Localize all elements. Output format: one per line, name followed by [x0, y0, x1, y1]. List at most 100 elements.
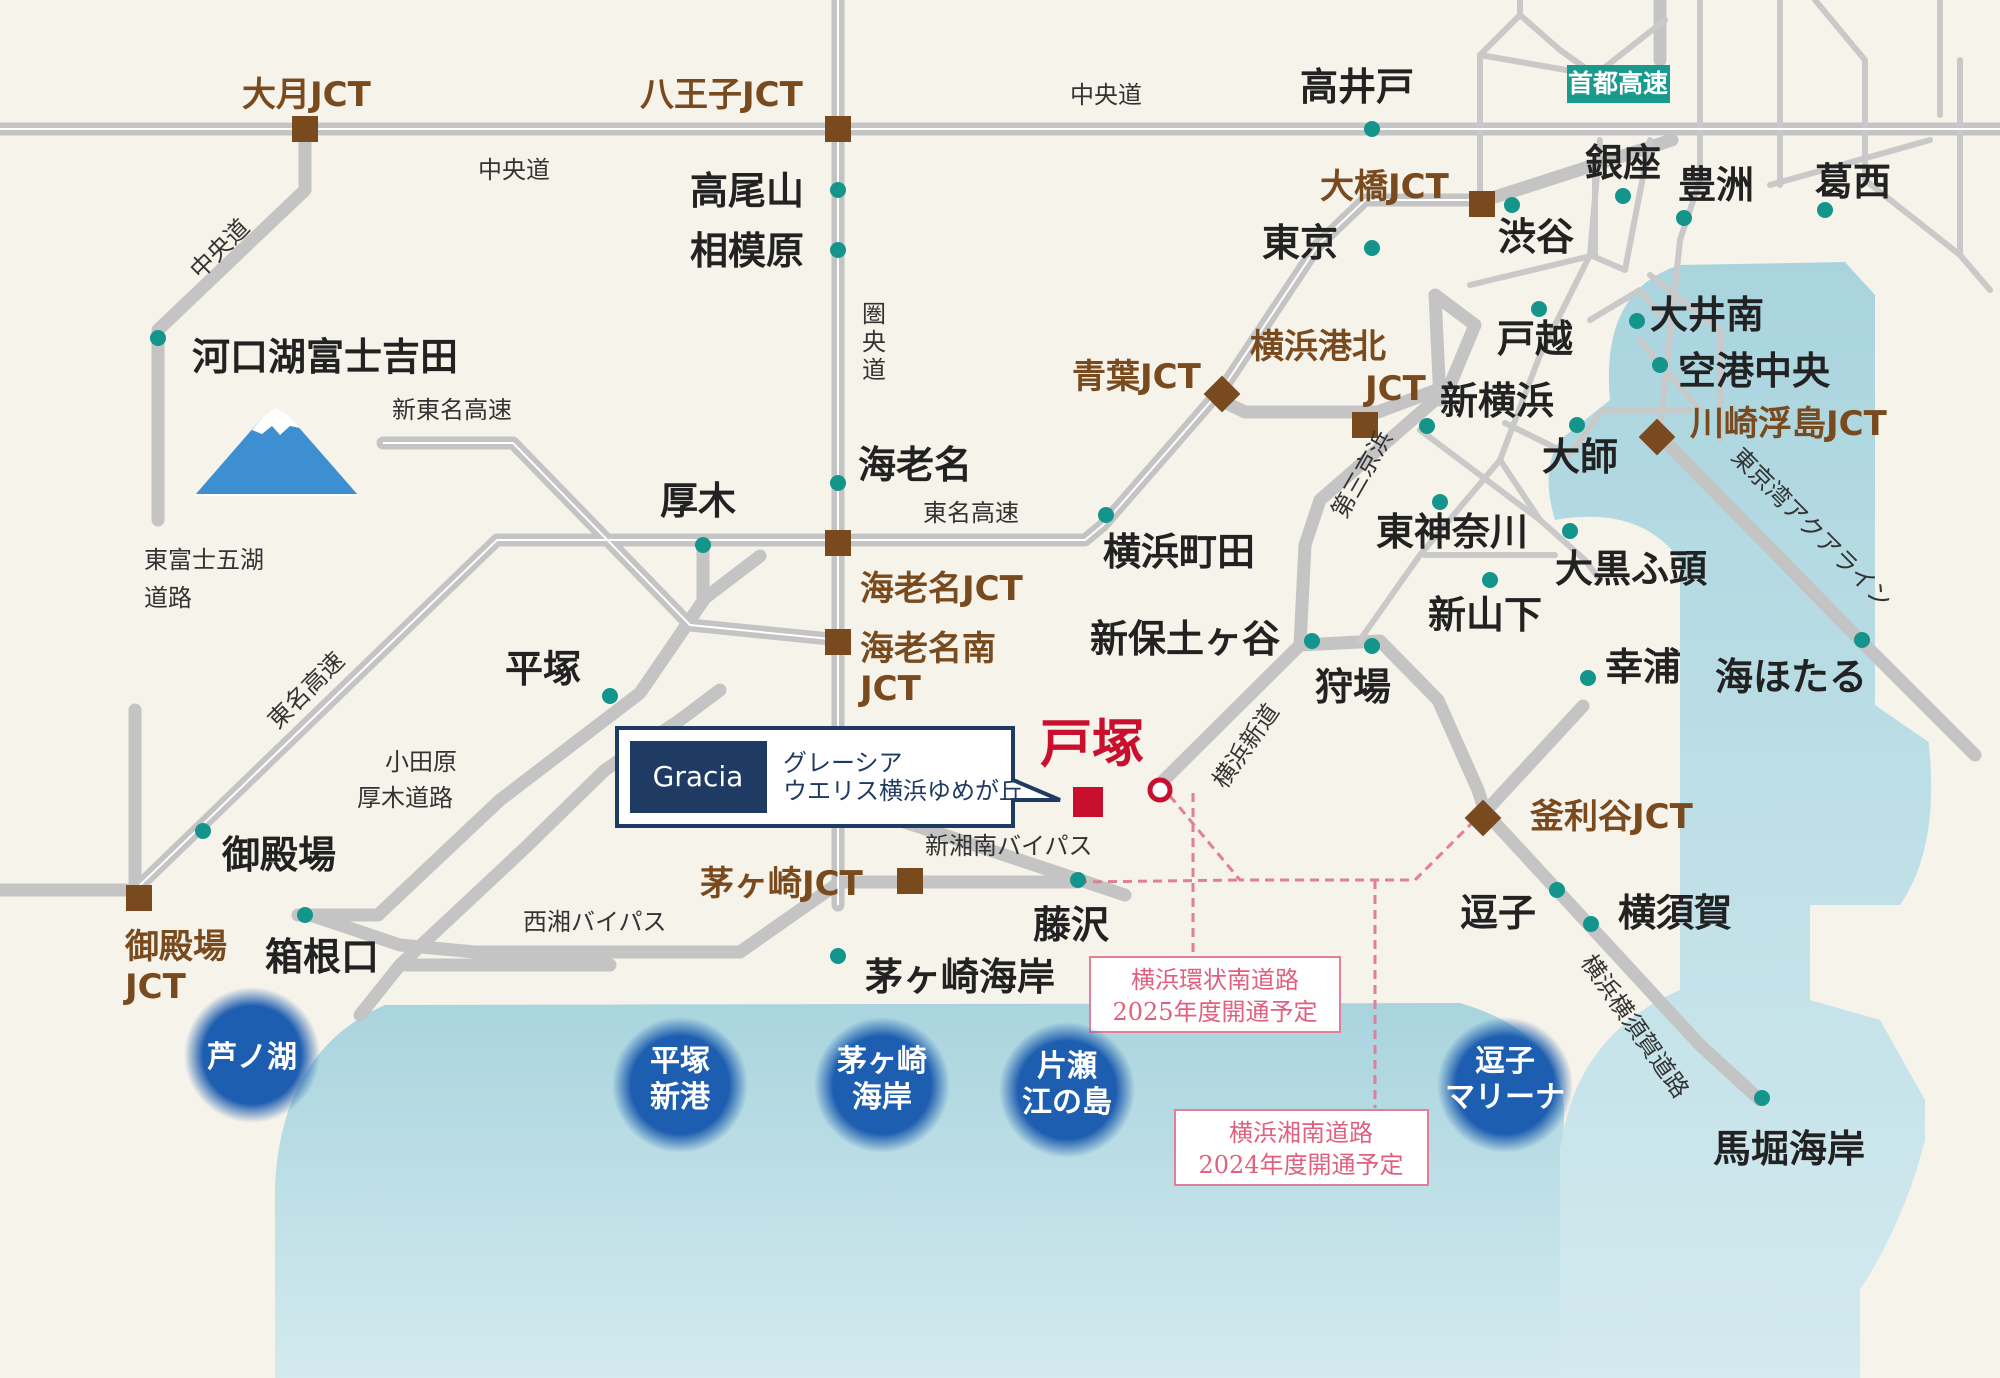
station-dot — [1817, 202, 1833, 218]
road-label: 厚木道路 — [357, 784, 453, 812]
place-label: 空港中央 — [1678, 349, 1831, 393]
junction-label: 青葉JCT — [1072, 357, 1202, 397]
place-label: 大師 — [1542, 435, 1618, 479]
station-dot — [1854, 632, 1870, 648]
junction-marker — [126, 885, 152, 911]
place-label: 東神奈川 — [1376, 510, 1528, 554]
road-label: 中央道 — [478, 156, 550, 184]
spot-circle — [184, 987, 320, 1123]
planned-road-label: 横浜環状南道路 — [1131, 966, 1299, 994]
junction-label: 茅ヶ崎JCT — [700, 864, 864, 904]
spot-label: 茅ヶ崎 — [837, 1044, 927, 1079]
junction-marker — [825, 629, 851, 655]
station-dot — [1419, 418, 1435, 434]
junction-marker — [1638, 418, 1676, 456]
place-label: 箱根口 — [265, 935, 379, 979]
station-dot — [1754, 1090, 1770, 1106]
junction-label: 御殿場 — [124, 927, 227, 967]
junction-marker — [825, 116, 851, 142]
junction-markers — [126, 116, 1676, 911]
yokohama-shonan-route — [1077, 878, 1241, 884]
spot-label: 片瀬 — [1037, 1049, 1097, 1084]
place-label: 狩場 — [1315, 665, 1391, 709]
planned-road-label: 横浜湘南道路 — [1229, 1119, 1373, 1147]
junction-marker — [1203, 375, 1241, 413]
station-dot — [1304, 633, 1320, 649]
junction-label: JCT — [123, 967, 187, 1007]
place-label: 逗子 — [1460, 891, 1536, 935]
spot-label: 平塚 — [650, 1044, 710, 1079]
planned-road-box-1: 横浜環状南道路 2025年度開通予定 — [1089, 956, 1341, 1033]
planned-roads — [1077, 783, 1485, 1108]
junction-marker — [292, 116, 318, 142]
property-marker — [1073, 787, 1103, 817]
station-dot — [1583, 916, 1599, 932]
station-dot — [830, 475, 846, 491]
road-label: 新東名高速 — [392, 396, 512, 424]
road-label: 道 — [862, 356, 886, 384]
shuto-expressway-badge: 首都高速 — [1567, 65, 1670, 103]
place-label: 渋谷 — [1498, 215, 1574, 259]
place-label: 藤沢 — [1033, 903, 1109, 947]
station-dot — [1504, 197, 1520, 213]
junction-label: 川崎浮島JCT — [1690, 404, 1888, 444]
place-label: 幸浦 — [1605, 645, 1681, 689]
road-label: 中央道 — [1070, 81, 1142, 109]
junction-marker — [1469, 191, 1495, 217]
junction-label: 釜利谷JCT — [1529, 797, 1694, 837]
junction-marker — [1464, 799, 1502, 837]
place-label: 御殿場 — [221, 833, 336, 877]
spot-circle — [1437, 1017, 1573, 1153]
place-label: 横浜町田 — [1103, 530, 1255, 574]
place-label: 東京 — [1262, 221, 1338, 265]
spot-label: 江の島 — [1022, 1085, 1112, 1120]
station-dot — [695, 537, 711, 553]
station-dot — [1676, 210, 1692, 226]
road-label: 小田原 — [385, 748, 457, 776]
place-label: 平塚 — [505, 647, 581, 691]
spot-circle — [999, 1022, 1135, 1158]
station-dot — [1482, 572, 1498, 588]
station-dot — [602, 688, 618, 704]
place-label: 大黒ふ頭 — [1555, 547, 1708, 591]
station-dot — [1580, 670, 1596, 686]
spot-circle — [612, 1017, 748, 1153]
station-dot — [1098, 507, 1114, 523]
station-dot — [830, 242, 846, 258]
planned-road-box-2: 横浜湘南道路 2024年度開通予定 — [1174, 1109, 1429, 1186]
station-dots — [150, 121, 1870, 1106]
station-dot — [1364, 121, 1380, 137]
sagami-bay — [275, 1003, 1565, 1378]
place-label: 銀座 — [1585, 141, 1661, 185]
place-label: 新山下 — [1428, 593, 1542, 637]
road-label: 新湘南バイパス — [925, 832, 1093, 860]
junction-label: 横浜港北 — [1250, 327, 1386, 367]
place-labels: 高井戸 高尾山 相模原 河口湖富士吉田 海老名 厚木 東京 渋谷 銀座 豊洲 葛… — [192, 65, 1891, 1171]
mount-fuji-icon — [195, 408, 358, 496]
yokohama-kanjo-minami-route — [1158, 783, 1485, 882]
property-callout[interactable]: Gracia グレーシア ウエリス横浜ゆめが丘 — [615, 726, 1061, 828]
place-label: 新保土ヶ谷 — [1090, 617, 1280, 661]
spot-circle — [814, 1017, 950, 1153]
road-label: 圏 — [862, 300, 886, 328]
tourist-spots: 芦ノ湖 平塚 新港 茅ヶ崎 海岸 片瀬 江の島 逗子 マリーナ — [184, 987, 1573, 1158]
spot-label: マリーナ — [1445, 1080, 1565, 1115]
junction-marker — [1352, 412, 1378, 438]
property-name-line1: グレーシア — [783, 749, 903, 777]
place-label: 河口湖富士吉田 — [192, 335, 458, 379]
station-dot — [150, 330, 166, 346]
badge-label: 首都高速 — [1568, 69, 1668, 98]
road-label: 東富士五湖 — [144, 546, 264, 574]
junction-labels: 大月JCT 八王子JCT 大橋JCT 青葉JCT 横浜港北 JCT 川崎浮島JC… — [123, 75, 1888, 1007]
junction-label: 大橋JCT — [1320, 167, 1450, 207]
place-label: 豊洲 — [1678, 163, 1754, 207]
station-dot — [830, 182, 846, 198]
place-label: 高尾山 — [690, 169, 804, 213]
totsuka-highlight-label: 戸塚 — [1040, 714, 1144, 775]
station-dot — [1549, 882, 1565, 898]
road-label: 西湘バイパス — [523, 908, 667, 936]
station-dot — [297, 907, 313, 923]
totsuka-marker — [1147, 777, 1173, 803]
place-label: 大井南 — [1650, 293, 1764, 337]
place-label: 厚木 — [660, 479, 736, 523]
